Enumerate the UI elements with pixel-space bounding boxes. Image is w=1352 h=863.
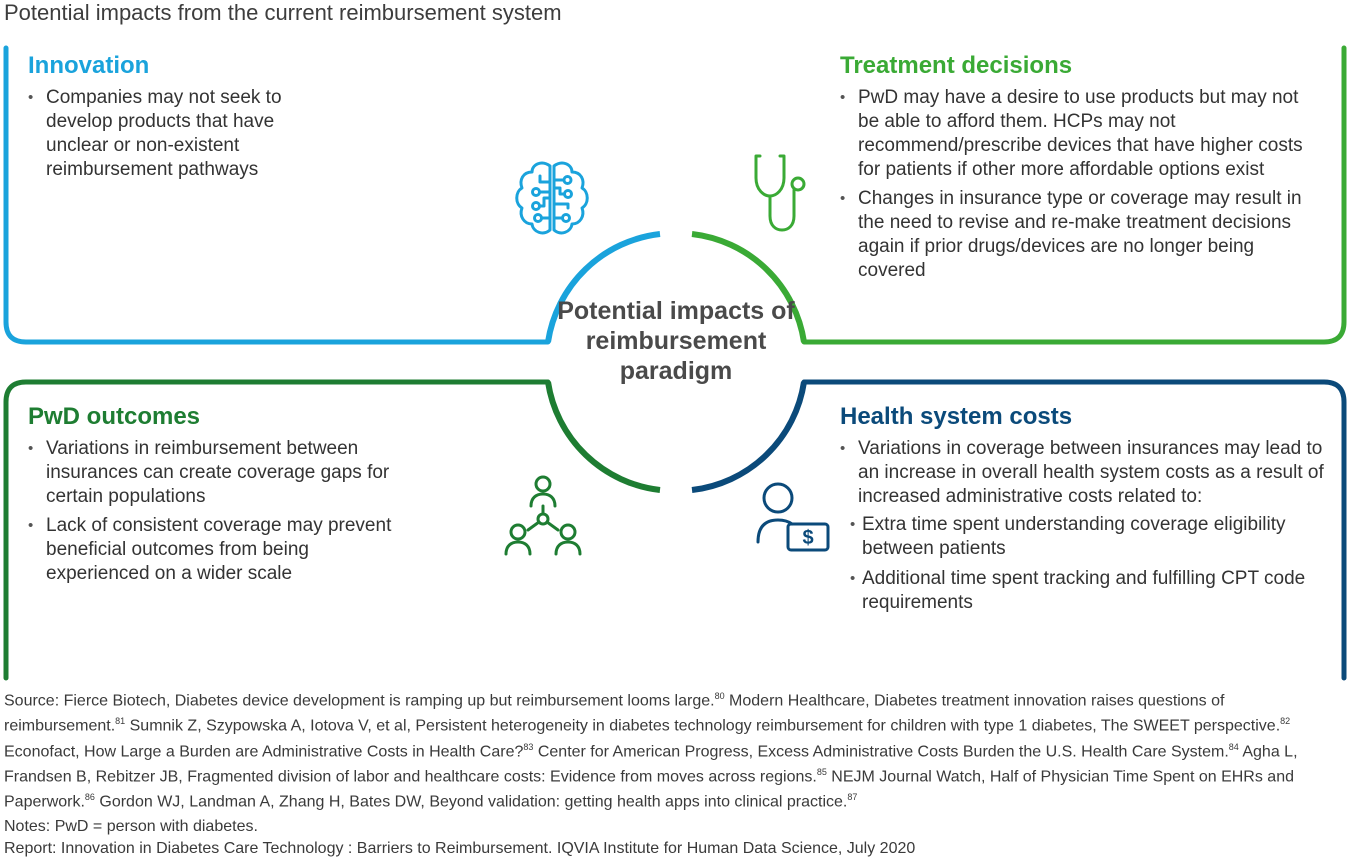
citation-ref: 85	[816, 766, 827, 777]
costs-sub-bullets: Extra time spent understanding coverage …	[850, 513, 1330, 615]
person-dollar-icon: $	[756, 482, 830, 552]
notes-text: Notes: PwD = person with diabetes.	[4, 818, 258, 835]
innovation-frame	[3, 45, 551, 345]
brain-circuit-icon	[515, 161, 589, 235]
source-citation: Center for American Progress, Excess Adm…	[533, 742, 1229, 760]
costs-bullet: Variations in coverage between insurance…	[840, 437, 1330, 615]
dollar-sign-glyph: $	[802, 527, 813, 549]
innovation-bullet: Companies may not seek to develop produc…	[28, 86, 328, 182]
citation-ref: 86	[84, 792, 95, 803]
citation-ref: 82	[1280, 716, 1291, 727]
source-citation: Fierce Biotech, Diabetes device developm…	[63, 692, 715, 710]
source-label: Source:	[4, 692, 60, 710]
people-network-icon	[504, 475, 582, 556]
stethoscope-icon	[754, 154, 806, 232]
innovation-bullets: Companies may not seek to develop produc…	[28, 86, 328, 187]
costs-bullets: Variations in coverage between insurance…	[840, 437, 1330, 621]
treatment-bullets: PwD may have a desire to use products bu…	[840, 86, 1324, 288]
quadrant-frame	[3, 45, 1347, 681]
source-citation: Modern Healthcare, Diabetes treatment in…	[4, 692, 1225, 735]
treatment-arc	[691, 231, 807, 343]
treatment-bullet: Changes in insurance type or coverage ma…	[840, 187, 1324, 283]
citation-ref: 83	[523, 741, 534, 752]
outcomes-title: PwD outcomes	[28, 403, 201, 430]
innovation-title: Innovation	[28, 52, 150, 79]
costs-title: Health system costs	[840, 403, 1073, 430]
page-title: Potential impacts from the current reimb…	[4, 0, 562, 25]
treatment-bullet: PwD may have a desire to use products bu…	[840, 86, 1324, 182]
outcomes-frame	[3, 379, 551, 681]
source-citation: Agha L, Frandsen B, Rebitzer JB, Fragmen…	[4, 742, 1298, 786]
center-label: Potential impacts of reimbursement parad…	[557, 297, 795, 385]
costs-bullet-text: Variations in coverage between insurance…	[858, 438, 1324, 507]
citation-ref: 80	[714, 691, 725, 701]
outcomes-bullet: Variations in reimbursement between insu…	[28, 437, 413, 509]
report-text: Report: Innovation in Diabetes Care Tech…	[4, 840, 916, 857]
outcomes-bullets: Variations in reimbursement between insu…	[28, 437, 413, 591]
costs-arc	[691, 381, 807, 493]
costs-sub-bullet: Additional time spent tracking and fulfi…	[850, 567, 1330, 615]
citation-ref: 84	[1228, 741, 1239, 752]
source-citation: Gordon WJ, Landman A, Zhang H, Bates DW,…	[94, 793, 848, 811]
citation-ref: 81	[115, 716, 126, 727]
source-citation: Econofact, How Large a Burden are Admini…	[4, 742, 524, 760]
source-text: Source: Fierce Biotech, Diabetes device …	[4, 686, 1348, 813]
outcomes-arc	[545, 381, 661, 493]
outcomes-bullet: Lack of consistent coverage may prevent …	[28, 514, 413, 586]
treatment-title: Treatment decisions	[840, 52, 1073, 79]
source-citation: NEJM Journal Watch, Half of Physician Ti…	[4, 768, 1294, 811]
treatment-frame	[801, 45, 1347, 345]
innovation-arc	[545, 231, 661, 343]
costs-frame	[801, 379, 1347, 681]
costs-sub-bullet: Extra time spent understanding coverage …	[850, 513, 1330, 561]
source-citation: Sumnik Z, Szypowska A, Iotova V, et al, …	[125, 717, 1281, 735]
citation-ref: 87	[847, 792, 858, 803]
